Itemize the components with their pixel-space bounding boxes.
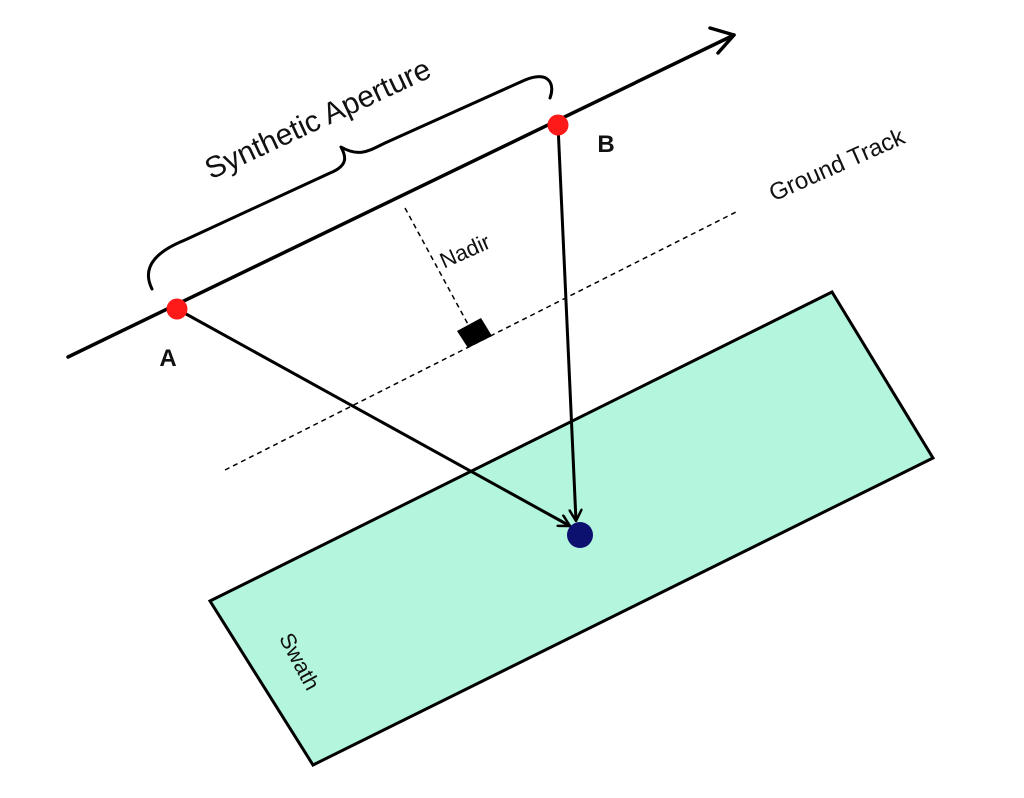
nadir-line (404, 207, 471, 329)
antenna-position-a-marker (166, 298, 188, 320)
right-angle-marker (457, 318, 492, 348)
ground-track-label: Ground Track (765, 123, 910, 207)
antenna-position-b-marker (547, 114, 569, 136)
flight-direction-arrowhead (708, 26, 736, 55)
point-b-label: B (597, 131, 614, 158)
ground-track-line (224, 210, 739, 471)
synthetic-aperture-label: Synthetic Aperture (200, 53, 436, 187)
target-point (567, 522, 593, 548)
look-vector-a (176, 307, 570, 528)
point-a-label: A (159, 345, 176, 372)
look-vector-b (556, 124, 576, 521)
synthetic-aperture-brace (146, 75, 554, 291)
nadir-label: Nadir (436, 229, 494, 273)
